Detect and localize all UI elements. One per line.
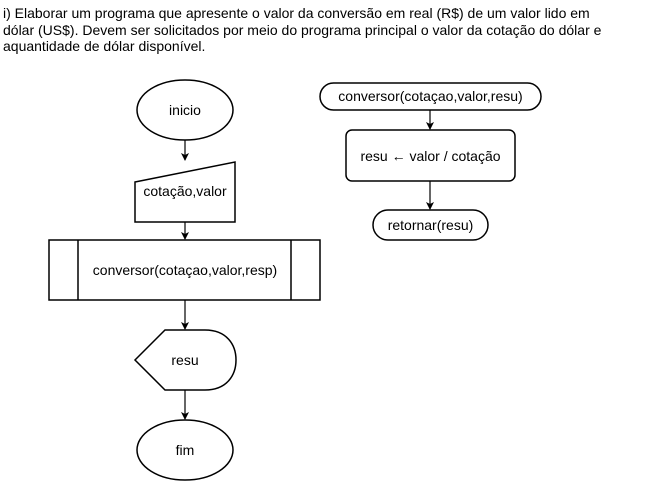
call-label: conversor(cotaçao,valor,resp) (93, 262, 277, 278)
return-node: retornar(resu) (372, 209, 489, 241)
input-label: cotação,valor (143, 183, 227, 199)
process-node: resu ← valor / cotação (345, 129, 516, 182)
process-label: resu ← valor / cotação (360, 148, 500, 164)
problem-line-1: i) Elaborar um programa que apresente o … (3, 5, 590, 21)
start-label: inicio (169, 102, 201, 118)
function-header-node: conversor(cotaçao,valor,resu) (319, 82, 542, 111)
end-label: fim (176, 442, 195, 458)
problem-line-3: aquantidade de dólar disponível. (3, 38, 206, 54)
function-header-label: conversor(cotaçao,valor,resu) (338, 88, 522, 104)
output-node: resu (133, 329, 237, 391)
call-node: conversor(cotaçao,valor,resp) (48, 239, 321, 301)
start-node: inicio (136, 79, 234, 141)
output-label: resu (171, 352, 198, 368)
problem-line-2: dólar (US$). Devem ser solicitados por m… (3, 21, 602, 38)
problem-statement: i) Elaborar um programa que apresente o … (3, 5, 658, 55)
return-label: retornar(resu) (388, 217, 474, 233)
input-node: cotação,valor (134, 161, 236, 223)
end-node: fim (136, 419, 234, 481)
